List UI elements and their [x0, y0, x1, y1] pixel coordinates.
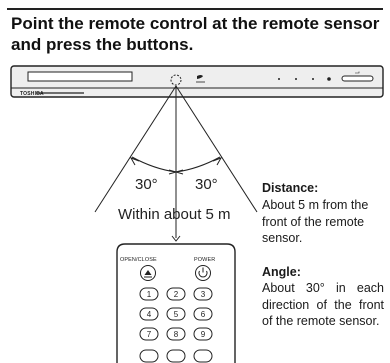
- angle-heading: Angle:: [262, 265, 301, 279]
- power-icon: [198, 270, 208, 278]
- number-key-label: 6: [201, 310, 206, 319]
- remote-key-partial[interactable]: [166, 349, 186, 363]
- number-key-label: 9: [201, 330, 206, 339]
- number-key-label: 5: [174, 310, 179, 319]
- angle-right-label: 30°: [195, 176, 218, 193]
- number-key-2[interactable]: [166, 287, 186, 301]
- power-key: [195, 265, 211, 281]
- eject-icon: [144, 270, 152, 275]
- number-key-label: 8: [174, 330, 179, 339]
- reception-range-lines: [94, 85, 258, 238]
- power-button-icon: [341, 75, 374, 82]
- distance-text: About 5 m from the front of the remote s…: [262, 198, 369, 245]
- remote-sensor: [170, 74, 182, 86]
- angle-left-label: 30°: [135, 176, 158, 193]
- number-key-label: 1: [147, 290, 152, 299]
- number-key-label: 2: [174, 290, 179, 299]
- number-key-9[interactable]: [193, 327, 213, 341]
- number-key-label: 3: [201, 290, 206, 299]
- blu-ray-player: [10, 65, 384, 98]
- distance-heading: Distance:: [262, 181, 319, 195]
- disc-tray: [27, 71, 133, 82]
- remote-key-partial[interactable]: [139, 349, 159, 363]
- number-key-3[interactable]: [193, 287, 213, 301]
- section-heading: Point the remote control at the remote s…: [11, 14, 380, 54]
- number-key-label: 7: [147, 330, 152, 339]
- top-rule: [7, 8, 383, 10]
- angle-text: About 30° in each direction of the front…: [262, 281, 384, 328]
- number-key-8[interactable]: [166, 327, 186, 341]
- remote-key-partial[interactable]: [193, 349, 213, 363]
- number-key-1[interactable]: [139, 287, 159, 301]
- number-key-4[interactable]: [139, 307, 159, 321]
- number-key-7[interactable]: [139, 327, 159, 341]
- number-keypad: 1 2 3 4 5 6 7 8 9: [139, 287, 213, 363]
- bluray-logo-icon: [196, 75, 205, 83]
- remote-control: 1 2 3 4 5 6 7 8 9: [116, 243, 236, 363]
- range-label: Within about 5 m: [118, 206, 231, 223]
- number-key-label: 4: [147, 310, 152, 319]
- number-key-6[interactable]: [193, 307, 213, 321]
- down-arrow-icon: [171, 227, 181, 242]
- brand-logo: TOSHIBA: [20, 91, 44, 97]
- power-label: POWER: [194, 257, 216, 263]
- open-close-label: OPEN/CLOSE: [120, 257, 157, 263]
- number-key-5[interactable]: [166, 307, 186, 321]
